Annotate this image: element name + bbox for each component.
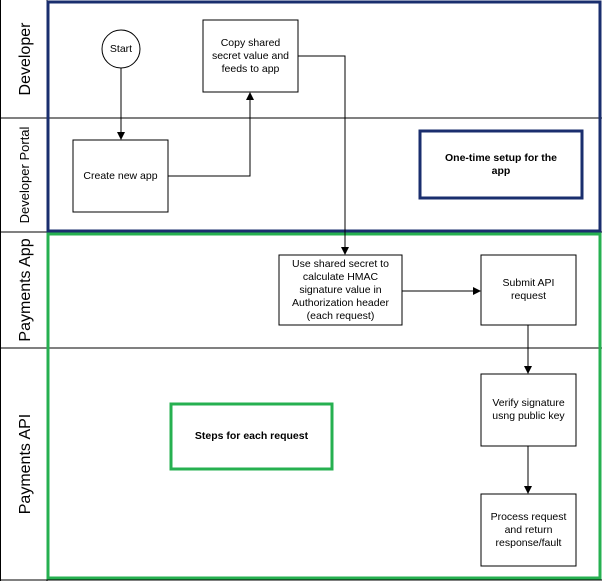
request-note-label: Steps for each request: [194, 430, 309, 442]
start-label: Start: [109, 42, 133, 55]
lane-label-developer: Developer: [17, 22, 34, 96]
arrow-copy-secret-to-hmac: [298, 55, 349, 255]
setup-note-box: [418, 129, 584, 200]
submit-box: [480, 254, 577, 326]
create-app-label: Create new app: [83, 169, 158, 182]
lane-label-developer-portal: Developer Portal: [17, 126, 32, 223]
process-label: Process request and return response/faul…: [490, 510, 567, 549]
process-box: [480, 493, 577, 567]
copy-secret-label: Copy shared secret value and feeds to ap…: [211, 36, 290, 75]
submit-label: Submit API request: [502, 277, 555, 302]
per-request-frame: [46, 232, 602, 580]
create-app-box: [72, 139, 169, 213]
setup-note-label: One-time setup for the app: [444, 151, 557, 177]
hmac-box: [278, 254, 403, 326]
request-note-box: [169, 402, 334, 471]
verify-box: [480, 373, 577, 447]
verify-label: Verify signature usng public key: [492, 397, 565, 422]
lane-label-payments-app: Payments App: [17, 238, 34, 341]
arrow-create-app-to-copy-secret: [168, 92, 254, 177]
lane-label-payments-api: Payments API: [17, 414, 34, 515]
one-time-setup-frame: [46, 0, 602, 233]
hmac-label: Use shared secret to calculate HMAC sign…: [292, 257, 389, 322]
